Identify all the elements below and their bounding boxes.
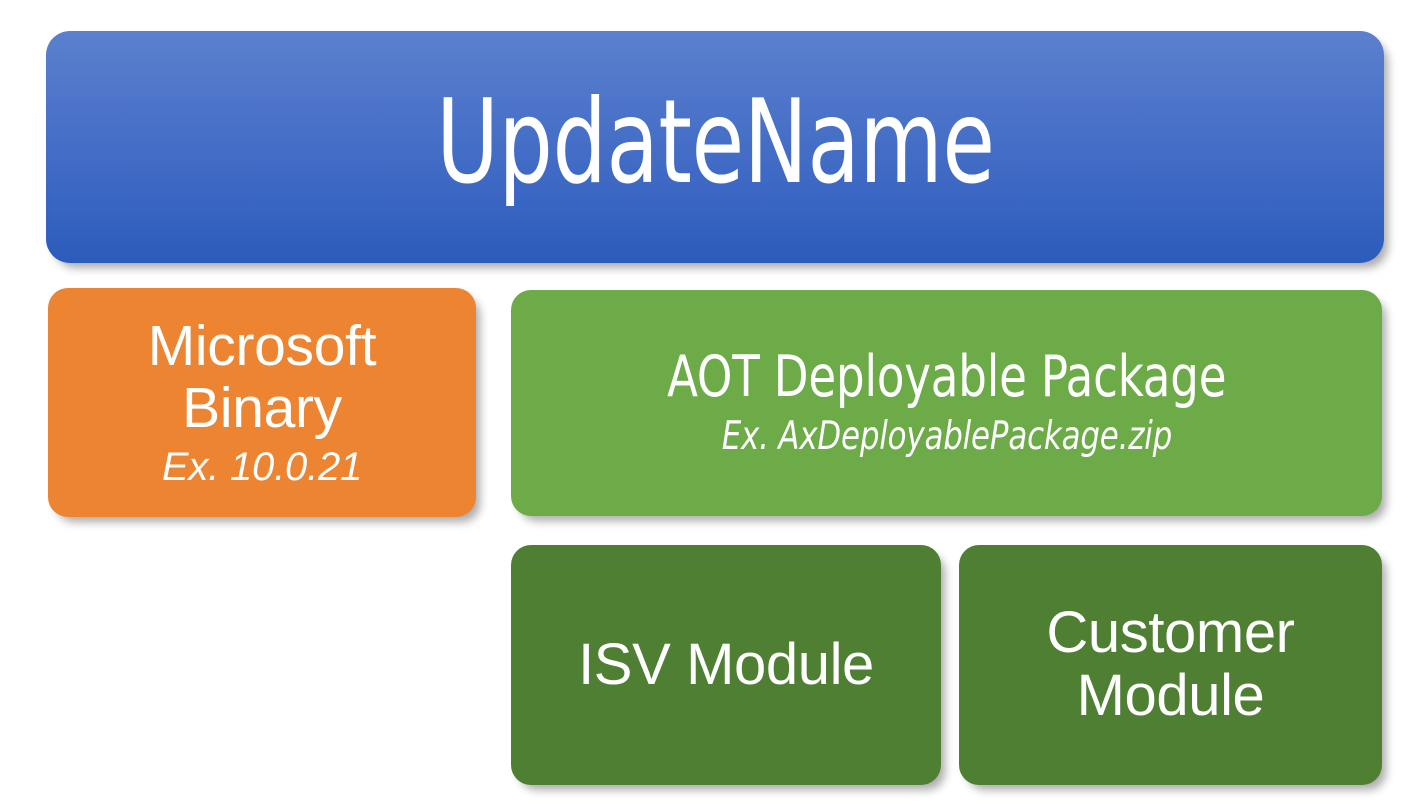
node-customer-module[interactable]: Customer Module — [959, 545, 1382, 785]
node-aot-deployable-package-sublabel: Ex. AxDeployablePackage.zip — [721, 414, 1172, 460]
node-update-name-label: UpdateName — [435, 75, 995, 210]
node-aot-deployable-package[interactable]: AOT Deployable Package Ex. AxDeployableP… — [511, 290, 1382, 516]
node-isv-module-label: ISV Module — [578, 631, 874, 697]
node-microsoft-binary[interactable]: Microsoft Binary Ex. 10.0.21 — [48, 288, 476, 517]
node-microsoft-binary-sublabel: Ex. 10.0.21 — [161, 445, 363, 490]
node-aot-deployable-package-label: AOT Deployable Package — [666, 343, 1227, 410]
node-microsoft-binary-label: Microsoft Binary — [147, 313, 377, 440]
node-customer-module-label: Customer Module — [1046, 600, 1295, 728]
node-isv-module[interactable]: ISV Module — [511, 545, 941, 785]
node-update-name[interactable]: UpdateName — [46, 31, 1384, 263]
